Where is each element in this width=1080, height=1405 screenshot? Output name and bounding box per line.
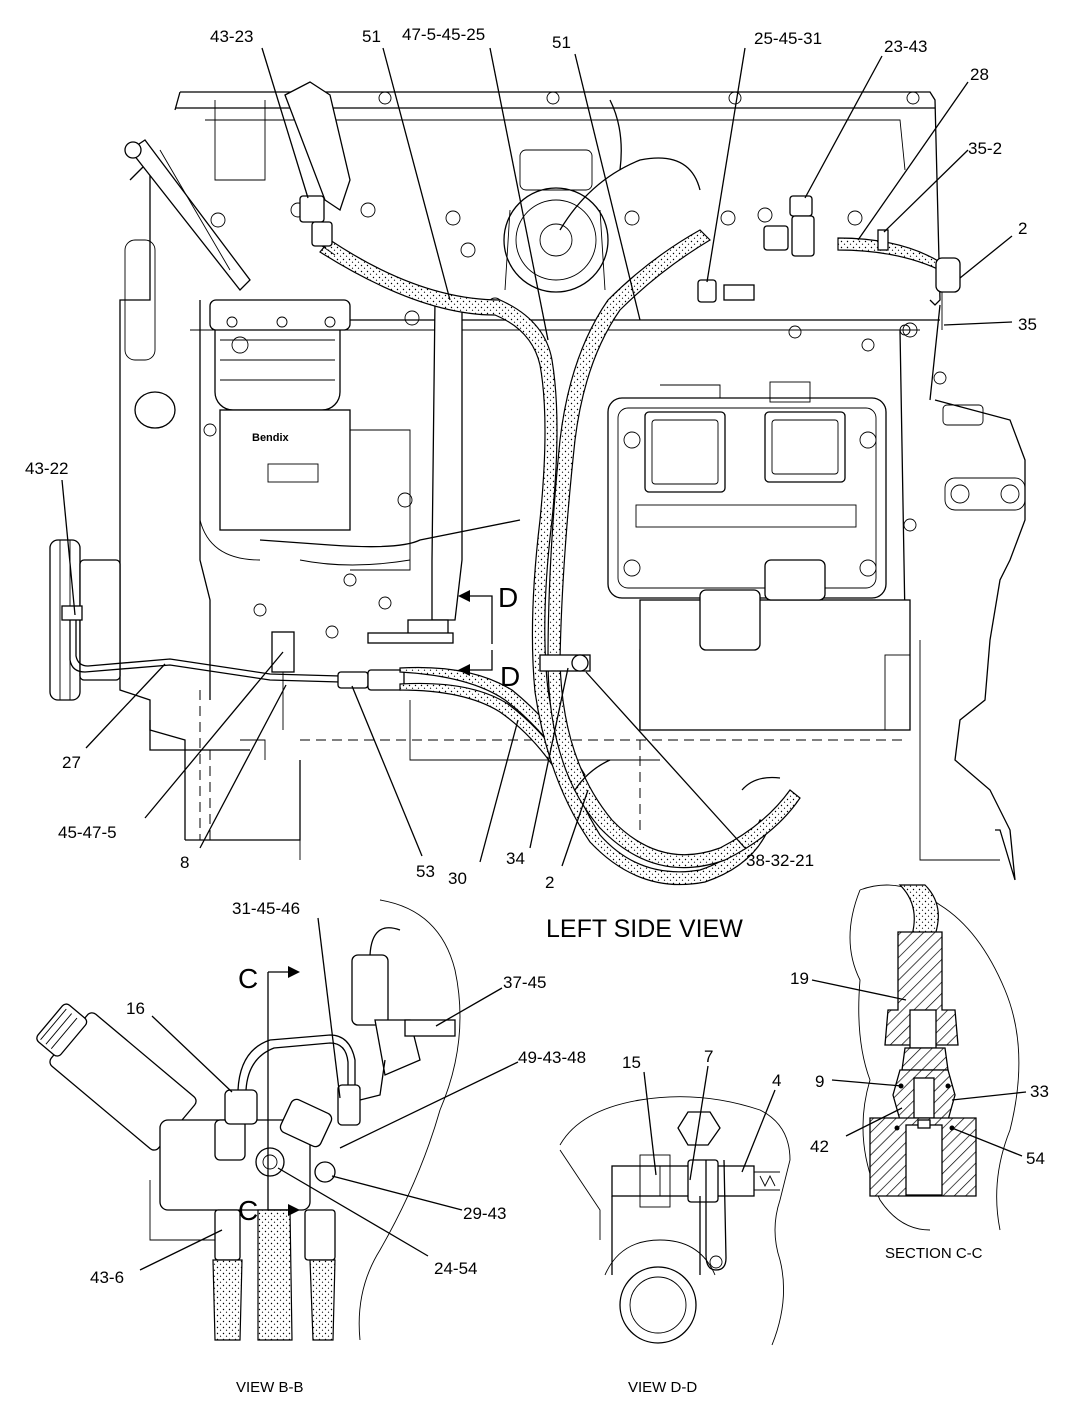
- label-35: 35: [1018, 315, 1037, 334]
- label-49-43-48: 49-43-48: [518, 1048, 586, 1067]
- left-side-view-title: LEFT SIDE VIEW: [546, 915, 743, 943]
- view-bb-caption: VIEW B-B: [236, 1379, 304, 1396]
- section-d-lower-letter: D: [500, 661, 520, 692]
- air-compressor: Bendix: [209, 299, 411, 571]
- label-37-45: 37-45: [503, 973, 546, 992]
- label-51-right: 51: [552, 33, 571, 52]
- label-16: 16: [126, 999, 145, 1018]
- label-47-5-45-25: 47-5-45-25: [402, 25, 485, 44]
- label-2-bottom: 2: [545, 873, 554, 892]
- section-cc-callouts: 19 9 33 42 54: [790, 969, 1049, 1168]
- label-33: 33: [1030, 1082, 1049, 1101]
- label-31-45-46: 31-45-46: [232, 899, 300, 918]
- label-8: 8: [180, 853, 189, 872]
- label-35-2: 35-2: [968, 139, 1002, 158]
- section-c-lower-letter: C: [238, 1195, 258, 1226]
- view-dd-callouts: 15 7 4: [622, 1047, 781, 1181]
- label-42: 42: [810, 1137, 829, 1156]
- round-component: [503, 149, 609, 293]
- starter-motor: [639, 559, 911, 731]
- label-25-45-31: 25-45-31: [754, 29, 822, 48]
- label-51-left: 51: [362, 27, 381, 46]
- ecm-module: [607, 381, 887, 599]
- section-d-upper-letter: D: [498, 582, 518, 613]
- label-9: 9: [815, 1072, 824, 1091]
- section-cc-drawing: [849, 884, 1020, 1231]
- view-bb-drawing: C C: [36, 899, 461, 1341]
- bendix-stamp: Bendix: [252, 432, 290, 444]
- view-dd-caption: VIEW D-D: [628, 1379, 697, 1396]
- label-24-54: 24-54: [434, 1259, 477, 1278]
- label-54: 54: [1026, 1149, 1045, 1168]
- label-2-top-right: 2: [1018, 219, 1027, 238]
- label-28: 28: [970, 65, 989, 84]
- label-15: 15: [622, 1053, 641, 1072]
- label-43-23: 43-23: [210, 27, 253, 46]
- label-19: 19: [790, 969, 809, 988]
- section-c-upper-letter: C: [238, 963, 258, 994]
- label-27: 27: [62, 753, 81, 772]
- section-cc-caption: SECTION C-C: [885, 1245, 983, 1262]
- label-23-43: 23-43: [884, 37, 927, 56]
- section-marker-d: D D: [458, 582, 520, 692]
- label-30: 30: [448, 869, 467, 888]
- label-53: 53: [416, 862, 435, 881]
- label-7: 7: [704, 1047, 713, 1066]
- view-bb-callouts: 31-45-46 37-45 16 49-43-48 29-43 43-6 24…: [90, 899, 586, 1287]
- label-43-22: 43-22: [25, 459, 68, 478]
- main-view-callouts: 43-23 51 47-5-45-25 51 25-45-31 23-43 28…: [25, 25, 1037, 892]
- label-45-47-5: 45-47-5: [58, 823, 117, 842]
- front-pulley: [49, 239, 176, 701]
- label-38-32-21: 38-32-21: [746, 851, 814, 870]
- label-4: 4: [772, 1071, 781, 1090]
- bolt-row: [203, 202, 947, 639]
- label-29-43: 29-43: [463, 1204, 506, 1223]
- label-43-6: 43-6: [90, 1268, 124, 1287]
- label-34: 34: [506, 849, 525, 868]
- view-dd-drawing: [559, 1096, 791, 1346]
- engine-left-side-drawing: Bendix: [49, 81, 1026, 886]
